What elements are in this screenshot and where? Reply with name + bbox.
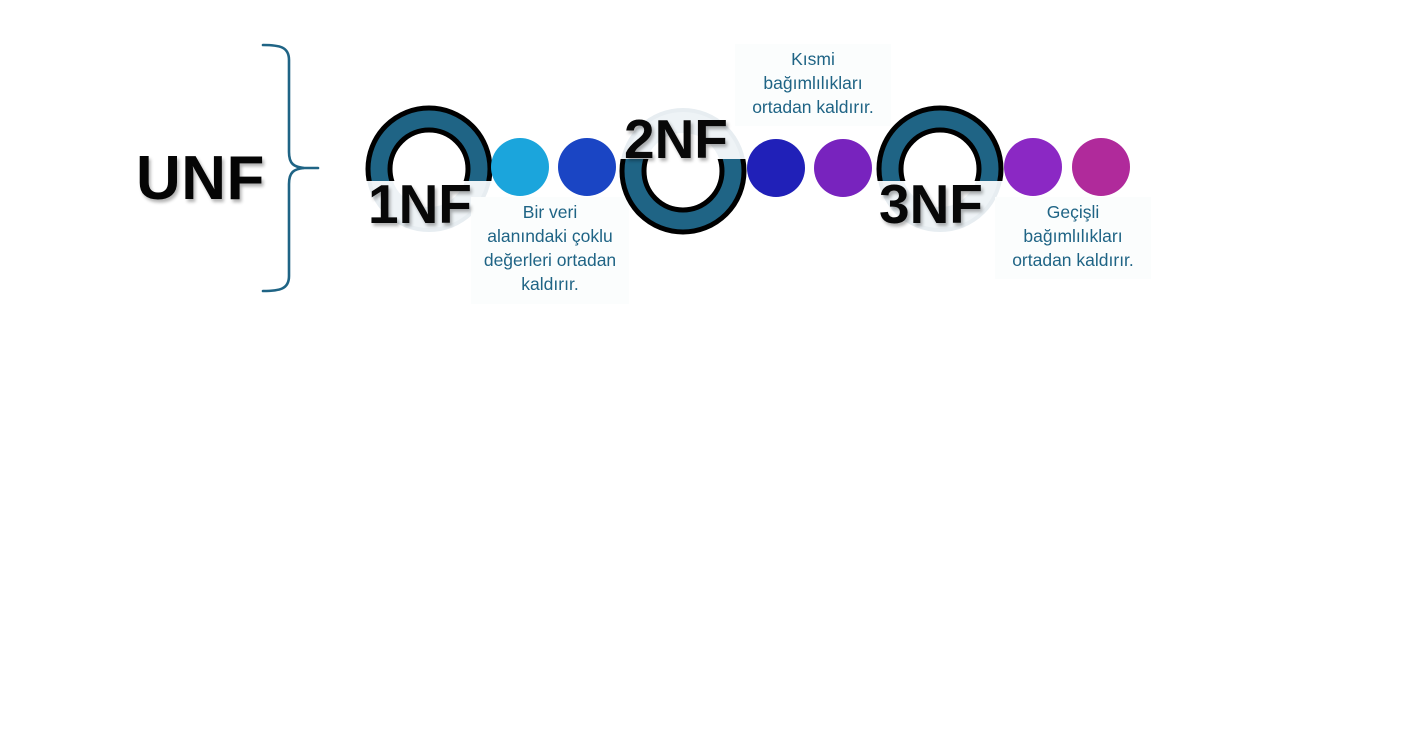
dot-purple xyxy=(1004,138,1062,196)
ring-label-2nf: 2NF xyxy=(624,108,728,170)
dot-light-blue xyxy=(491,138,549,196)
ring-3nf xyxy=(876,105,1004,232)
caption-line: bağımlılıkları xyxy=(763,73,863,94)
ring-2nf xyxy=(619,108,747,235)
caption-3nf: Geçişli bağımlılıkları ortadan kaldırır. xyxy=(995,197,1151,280)
dot-purple xyxy=(814,139,872,197)
caption-line: alanındaki çoklu xyxy=(487,226,613,247)
dot-magenta xyxy=(1072,138,1130,196)
caption-line: ortadan kaldırır. xyxy=(752,97,874,118)
curly-brace xyxy=(258,40,322,296)
caption-line: ortadan kaldırır. xyxy=(1012,250,1134,271)
dot-dark-blue xyxy=(747,139,805,197)
dot-royal-blue xyxy=(558,138,616,196)
caption-line: Bir veri xyxy=(522,202,578,222)
caption-line: bağımlılıkları xyxy=(1023,226,1123,247)
ring-1nf xyxy=(365,105,493,232)
caption-line: Geçişli xyxy=(1046,202,1100,222)
ring-label-3nf: 3NF xyxy=(879,173,983,235)
caption-line: Kısmi xyxy=(791,49,835,69)
caption-2nf: Kısmi bağımlılıkları ortadan kaldırır. xyxy=(735,44,891,127)
unf-label: UNF xyxy=(136,144,265,213)
caption-line: kaldırır. xyxy=(521,274,579,295)
caption-1nf: Bir veri alanındaki çoklu değerleri orta… xyxy=(471,197,629,304)
caption-line: değerleri ortadan xyxy=(483,250,617,271)
ring-label-1nf: 1NF xyxy=(368,173,472,235)
